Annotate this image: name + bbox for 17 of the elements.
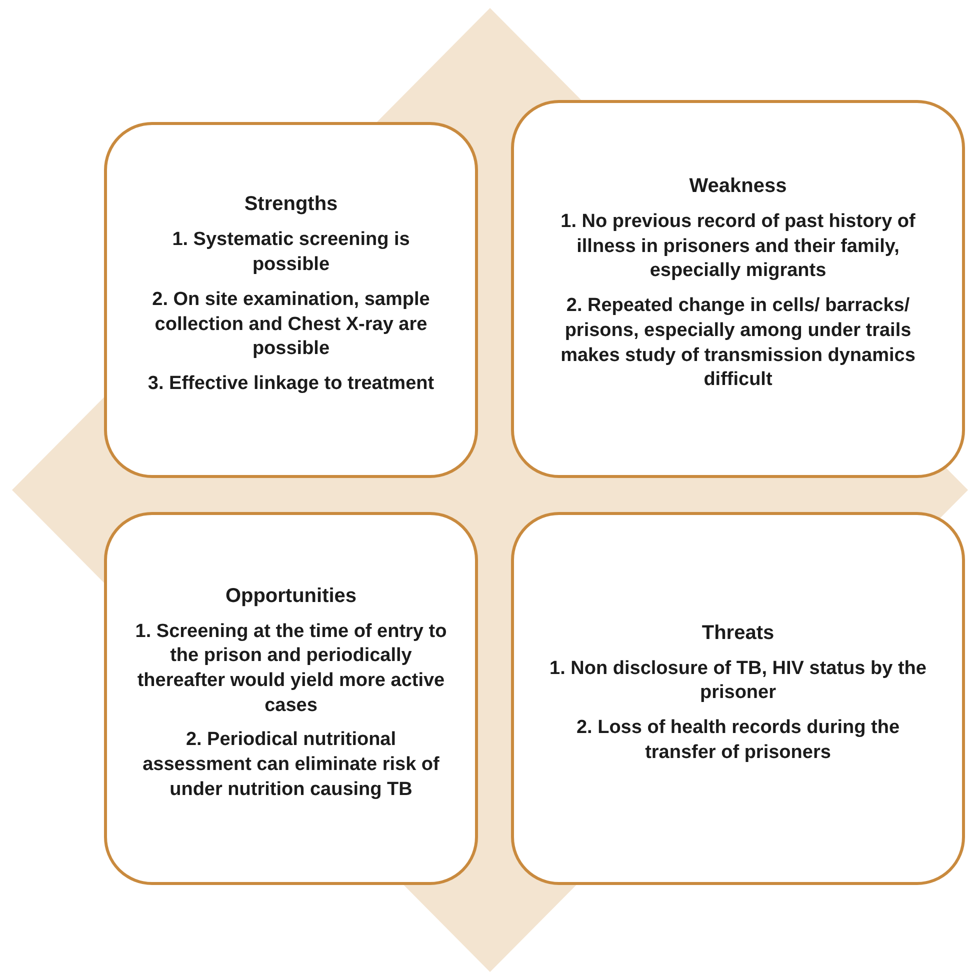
card-heading: Threats [702, 622, 774, 645]
list-item: 1. Screening at the time of entry to the prison and periodically thereafter would yield more active cases [134, 620, 448, 718]
swot-card [104, 122, 478, 478]
swot-card [104, 512, 478, 885]
list-item: 1. Systematic screening is possible [171, 228, 411, 278]
list-item: 2. Repeated change in cells/ barracks/ prisons, especially among under trails makes study of transmission dynamics difficult [560, 294, 916, 392]
list-item: 2. Loss of health records during the transfer of prisoners [575, 716, 901, 765]
card-heading: Weakness [689, 175, 787, 198]
list-item: 2. On site examination, sample collection and Chest X-ray are possible [151, 288, 431, 362]
list-item: 2. Periodical nutritional assessment can eliminate risk of under nutrition causing TB [142, 728, 440, 802]
list-item: 1. Non disclosure of TB, HIV status by the prisoner [548, 656, 928, 706]
swot-card [511, 512, 965, 885]
card-heading: Opportunities [225, 584, 357, 608]
swot-card [511, 100, 965, 478]
card-heading: Strengths [244, 193, 338, 216]
list-item: 1. No previous record of past history of illness in prisoners and their family, especially migrants [560, 210, 916, 284]
list-item: 3. Effective linkage to treatment [148, 372, 434, 396]
